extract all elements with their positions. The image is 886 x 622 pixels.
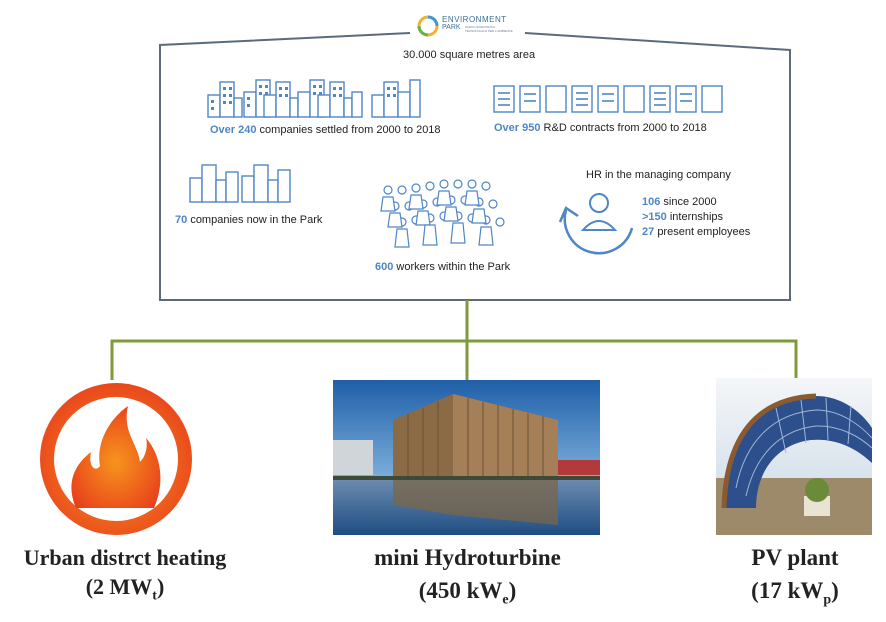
heating-capacity: (2 MWt) xyxy=(10,574,240,604)
stat-rd-contracts: Over 950 R&D contracts from 2000 to 2018 xyxy=(494,122,707,134)
capacity-paren: ) xyxy=(831,578,839,603)
stat-value: Over 950 xyxy=(494,122,541,134)
hr-item-label: since 2000 xyxy=(663,196,717,208)
logo-swirl-icon xyxy=(417,15,439,37)
stat-workers: 600 workers within the Park xyxy=(375,261,510,273)
heating-name: Urban distrct heating xyxy=(23,545,227,570)
stat-value: 600 xyxy=(375,261,394,273)
buildings-icon-small xyxy=(189,164,291,203)
windows-detail xyxy=(211,85,396,110)
hydro-capacity: (450 kWe) xyxy=(340,578,595,609)
info-panel xyxy=(159,32,791,330)
hydro-name: mini Hydroturbine xyxy=(374,545,561,570)
capacity-subscript: e xyxy=(502,592,509,608)
capacity-subscript: t xyxy=(152,588,157,604)
connector-lines xyxy=(465,300,469,330)
stat-value: 70 xyxy=(175,214,188,226)
hr-item: >150 internships xyxy=(642,211,723,223)
flame-icon xyxy=(40,383,192,535)
buildings-icon-large xyxy=(207,79,421,118)
capacity-value: (450 kW xyxy=(418,578,503,603)
stat-label: workers within the Park xyxy=(396,261,511,273)
hr-item: 106 since 2000 xyxy=(642,196,717,208)
stat-label: companies settled from 2000 to 2018 xyxy=(259,124,441,136)
hr-cycle-icon xyxy=(558,206,634,255)
stat-value: Over 240 xyxy=(210,124,257,136)
hr-item: 27 present employees xyxy=(642,226,750,238)
capacity-paren: ) xyxy=(156,574,165,599)
logo-tagline: PARCO SCIENTIFICO TECNOLOGICO PER L'AMBI… xyxy=(465,25,513,33)
panel-frame xyxy=(159,32,791,301)
hydro-building-photo xyxy=(333,380,600,535)
capacity-paren: ) xyxy=(508,578,517,603)
document-lines xyxy=(498,92,692,106)
document-icons xyxy=(493,85,723,113)
logo-name-line2: PARK xyxy=(442,24,461,31)
pv-name: PV plant xyxy=(751,545,839,570)
logo-name-line1: ENVIRONMENT xyxy=(442,15,507,24)
stat-companies-settled: Over 240 companies settled from 2000 to … xyxy=(210,124,441,136)
capacity-subscript: p xyxy=(823,592,832,608)
hr-item-value: >150 xyxy=(642,211,667,223)
stat-label: companies now in the Park xyxy=(190,214,323,226)
pv-capacity: (17 kWp) xyxy=(720,578,870,609)
workers-icon xyxy=(380,179,505,248)
capacity-value: (2 MW xyxy=(85,574,153,599)
area-label: 30.000 square metres area xyxy=(403,49,536,61)
hr-item-label: present employees xyxy=(657,226,751,238)
hr-item-label: internships xyxy=(669,211,724,223)
stat-label: R&D contracts from 2000 to 2018 xyxy=(543,122,707,134)
person-icon xyxy=(580,193,618,231)
capacity-value: (17 kW xyxy=(751,578,824,603)
hr-title: HR in the managing company xyxy=(586,169,731,181)
hr-item-value: 27 xyxy=(642,226,655,238)
environment-park-logo: ENVIRONMENT PARK PARCO SCIENTIFICO TECNO… xyxy=(417,13,517,39)
connector-lower xyxy=(110,330,798,380)
pv-plant-photo xyxy=(716,378,872,535)
stat-companies-now: 70 companies now in the Park xyxy=(175,214,322,226)
hr-item-value: 106 xyxy=(642,196,661,208)
